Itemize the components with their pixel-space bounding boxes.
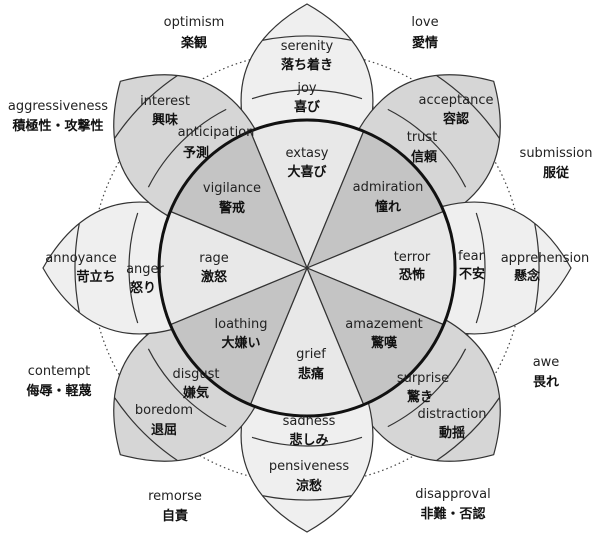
band-anger <box>128 212 139 324</box>
band-sadness <box>251 436 363 447</box>
dyad-ja: 楽観 <box>180 35 207 51</box>
band-sadness <box>262 495 352 501</box>
center-emotion-en: extasy <box>286 146 329 161</box>
bands-layer <box>74 35 540 501</box>
center-emotion-ja: 悲痛 <box>298 366 324 382</box>
dyad-en: remorse <box>148 489 202 504</box>
primary-emotion-ja: 嫌気 <box>182 385 209 401</box>
petals-layer <box>42 3 572 533</box>
center-emotion-ja: 恐怖 <box>399 267 425 283</box>
primary-emotion-en: trust <box>407 130 438 145</box>
outer-emotion-ja: 涼愁 <box>296 478 322 494</box>
center-emotion-en: amazement <box>345 317 422 332</box>
outer-emotion-ja: 退屈 <box>151 423 177 438</box>
center-emotion-en: loathing <box>215 317 268 332</box>
band-fear <box>475 212 486 324</box>
outer-emotion-ja: 苛立ち <box>76 269 115 285</box>
primary-emotion-ja: 予測 <box>183 145 209 161</box>
dyad-ja: 非難・否認 <box>420 506 485 522</box>
center-emotion-ja: 警戒 <box>219 200 245 216</box>
band-disgust <box>147 348 227 428</box>
outer-emotion-en: interest <box>140 94 190 109</box>
outer-emotion-en: acceptance <box>419 93 494 108</box>
band-trust <box>436 75 500 139</box>
band-anger <box>74 223 80 313</box>
band-surprise <box>436 397 500 461</box>
band-joy <box>251 89 363 100</box>
band-trust <box>387 108 467 188</box>
dyad-en: contempt <box>28 364 90 379</box>
dyad-ja: 積極性・攻撃性 <box>11 118 103 134</box>
primary-labels: joy 喜び trust 信頼 fear 不安 surprise 驚き sadn… <box>126 81 485 448</box>
primary-emotion-en: surprise <box>397 371 449 386</box>
outer-emotion-en: pensiveness <box>269 459 350 474</box>
primary-emotion-ja: 驚き <box>406 389 433 405</box>
dyad-en: awe <box>533 355 560 370</box>
center-emotion-en: admiration <box>353 180 424 195</box>
center-emotion-en: rage <box>199 251 229 266</box>
outer-labels: serenity 落ち着き acceptance 容認 apprehension… <box>45 39 589 494</box>
center-emotion-ja: 驚嘆 <box>370 335 398 351</box>
center-emotion-ja: 大嫌い <box>221 335 260 351</box>
outer-emotion-en: annoyance <box>45 251 116 266</box>
dyad-ja: 服従 <box>543 165 569 181</box>
dyad-en: optimism <box>164 15 225 30</box>
band-fear <box>534 223 540 313</box>
primary-emotion-en: joy <box>296 81 317 96</box>
primary-emotion-ja: 喜び <box>294 99 321 115</box>
primary-emotion-ja: 悲しみ <box>289 432 328 448</box>
dyad-en: disapproval <box>415 487 490 502</box>
outer-emotion-en: serenity <box>281 39 334 54</box>
outer-emotion-en: distraction <box>417 407 486 422</box>
outer-emotion-ja: 動揺 <box>439 425 465 441</box>
dyad-en: aggressiveness <box>8 99 108 114</box>
primary-emotion-ja: 不安 <box>459 266 485 282</box>
outer-emotion-en: boredom <box>135 403 193 418</box>
dyad-ja: 畏れ <box>533 375 559 390</box>
band-anticipation <box>147 108 227 188</box>
outer-emotion-ja: 容認 <box>442 111 469 127</box>
center-emotion-ja: 憧れ <box>375 199 401 215</box>
band-surprise <box>387 348 467 428</box>
primary-emotion-en: anger <box>126 262 164 277</box>
outer-emotion-en: apprehension <box>501 251 590 266</box>
primary-emotion-en: sadness <box>283 414 336 429</box>
primary-emotion-ja: 信頼 <box>411 149 438 165</box>
band-disgust <box>114 397 178 461</box>
outer-emotion-ja: 落ち着き <box>281 57 333 73</box>
dyad-ja: 侮辱・軽蔑 <box>26 383 91 399</box>
dyad-en: love <box>411 15 438 30</box>
dyad-ja: 愛情 <box>412 35 438 51</box>
center-emotion-en: grief <box>296 347 326 362</box>
center-labels: extasy 大喜び admiration 憧れ terror 恐怖 amaze… <box>199 146 431 382</box>
center-circle <box>157 118 457 418</box>
primary-emotion-en: anticipation <box>178 125 255 140</box>
center-emotion-ja: 激怒 <box>201 269 227 285</box>
band-joy <box>262 35 352 41</box>
dyad-en: submission <box>520 146 593 161</box>
center-emotion-en: vigilance <box>203 181 261 196</box>
primary-emotion-en: fear <box>458 249 485 264</box>
band-anticipation <box>114 75 178 139</box>
dyad-labels: love 愛情 submission 服従 awe 畏れ disapproval… <box>8 15 593 524</box>
center-emotion-ja: 大喜び <box>287 164 327 180</box>
outer-emotion-ja: 懸念 <box>514 268 540 284</box>
outer-emotion-ja: 興味 <box>152 112 178 128</box>
center-emotion-en: terror <box>394 250 431 265</box>
primary-emotion-en: disgust <box>173 367 220 382</box>
dyad-ja: 自責 <box>162 508 188 524</box>
primary-emotion-ja: 怒り <box>130 280 156 296</box>
